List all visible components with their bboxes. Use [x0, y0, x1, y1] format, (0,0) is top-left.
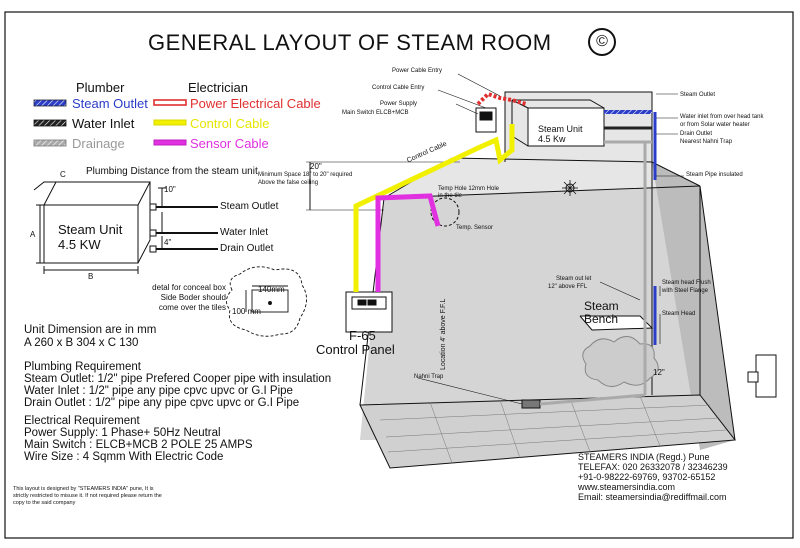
electrical-req-line-1: Power Supply: 1 Phase+ 50Hz Neutral [24, 427, 221, 439]
unit-label-2: 4.5 KW [58, 237, 101, 252]
plumbing-req-line-1: Steam Outlet: 1/2" pipe Prefered Cooper … [24, 373, 332, 385]
label-steam-out-ffl-2: 12" above FFL [548, 284, 588, 290]
legend-water-inlet: Water Inlet [72, 116, 135, 131]
legend-steam-outlet: Steam Outlet [72, 96, 148, 111]
label-min-space-2: Above the false ceiling [258, 180, 319, 186]
dim-12: 12" [653, 368, 665, 377]
dim-10: 10" [164, 185, 176, 194]
detail-width: 140mm [258, 285, 285, 294]
legend-swatch-control-cable [153, 119, 187, 126]
label-room-water-inlet-2: or from Solar water heater [680, 122, 750, 128]
label-steam-head-flush-2: with Steel Flange [662, 288, 709, 294]
plumbing-unit-diagram [33, 181, 218, 274]
legend-drainage: Drainage [72, 136, 125, 151]
label-min-space: Minimum Space 18" to 20" required [258, 172, 353, 178]
control-cable-line [353, 124, 515, 292]
electrical-req-line-2: Main Switch : ELCB+MCB 2 POLE 25 AMPS [24, 439, 253, 451]
label-steam-outlet: Steam Outlet [220, 201, 279, 212]
dim-a: A [30, 230, 36, 239]
room-unit-label-1: Steam Unit [538, 124, 583, 134]
legend-swatch-water-inlet [33, 119, 67, 127]
label-main-switch: Main Switch ELCB+MCB [342, 110, 409, 116]
label-drain-outlet: Drain Outlet [220, 243, 274, 254]
label-steam-out-ffl: Steam out let [556, 276, 592, 282]
company-block: STEAMERS INDIA (Regd.) Pune TELEFAX: 020… [578, 452, 728, 502]
label-temp-sensor: Temp. Sensor [456, 225, 494, 231]
dim-20: 20" [310, 162, 322, 171]
detail-line-3: come over the tiles [158, 303, 226, 312]
dim-c: C [60, 170, 66, 179]
page-title: GENERAL LAYOUT OF STEAM ROOM [148, 30, 552, 55]
electrical-req-heading: Electrical Requirement [24, 415, 140, 427]
legend-swatch-sensor-cable [153, 139, 187, 146]
room-unit-label-2: 4.5 Kw [538, 134, 566, 144]
plumbing-req-heading: Plumbing Requirement [24, 361, 141, 373]
label-panel-location: Location 4' above F.F.L [440, 298, 447, 370]
bench-label-1: Steam [584, 299, 619, 313]
electrical-req-line-3: Wire Size : 4 Sqmm With Electric Code [24, 451, 224, 463]
label-power-cable-entry: Power Cable Entry [392, 68, 443, 74]
detail-height: 100 mm [232, 307, 261, 316]
legend-swatch-power-cable [153, 99, 187, 106]
label-steam-head: Steam Head [662, 311, 696, 317]
power-cable-line [476, 91, 527, 106]
label-steam-head-flush: Steam head Flush [662, 280, 711, 286]
label-room-drain-outlet: Drain Outlet [680, 131, 713, 137]
label-nahni-trap: Nahni Trap [414, 374, 444, 380]
label-temp-hole: Temp Hole 12mm Hole [438, 186, 500, 192]
legend-swatch-steam-outlet [33, 99, 67, 107]
unit-dimension-value: A 260 x B 304 x C 130 [24, 337, 139, 349]
company-name: STEAMERS INDIA (Regd.) Pune [578, 452, 710, 462]
label-temp-hole-2: in the tile [438, 193, 463, 199]
company-web[interactable]: www.steamersindia.com [578, 482, 676, 492]
label-room-water-inlet: Water inlet from over head tank [680, 114, 764, 120]
legend-header-plumber: Plumber [76, 80, 125, 95]
panel-name: F-65 [349, 328, 376, 343]
footnote: This layout is designed by "STEAMERS IND… [13, 486, 162, 506]
plumbing-req-line-2: Water Inlet : 1/2" pipe any pipe cpvc up… [24, 385, 293, 397]
copyright-icon: © [588, 28, 616, 56]
drain-pipe-floor [539, 393, 646, 406]
plumbing-distance-heading: Plumbing Distance from the steam unit [86, 166, 258, 177]
label-room-steam-outlet: Steam Outlet [680, 92, 716, 98]
legend-control-cable: Control Cable [190, 116, 270, 131]
company-email[interactable]: Email: steamersindia@rediffmail.com [578, 492, 727, 502]
unit-dimension-heading: Unit Dimension are in mm [24, 324, 157, 336]
company-mobile: +91-0-98222-69769, 93702-65152 [578, 472, 716, 482]
sheet-border [4, 11, 794, 539]
legend-swatch-drainage [33, 139, 67, 147]
label-steam-pipe: Steam Pipe insulated [686, 172, 743, 178]
bench-label-2: Bench [584, 312, 619, 326]
detail-line-1: detal for conceal box [152, 283, 226, 292]
conceal-box-detail [226, 266, 307, 337]
plumbing-req-line-3: Drain Outlet : 1/2" pipe any pipe cpvc u… [24, 397, 300, 409]
sensor-cable-line [375, 193, 441, 292]
detail-line-2: Side Boder should [160, 293, 226, 302]
label-power-supply: Power Supply [380, 101, 418, 107]
legend-sensor-cable: Sensor Cable [190, 136, 269, 151]
company-telefax: TELEFAX: 020 26332078 / 32346239 [578, 462, 728, 472]
label-room-drain-outlet-2: Nearest Nahni Trap [680, 139, 733, 145]
label-control-cable-entry: Control Cable Entry [372, 85, 425, 91]
unit-label-1: Steam Unit [58, 222, 123, 237]
panel-label: Control Panel [316, 342, 395, 357]
label-water-inlet: Water Inlet [220, 227, 268, 238]
steam-room-drawing [306, 91, 777, 469]
dim-b: B [88, 272, 94, 281]
legend-header-electrician: Electrician [188, 80, 248, 95]
legend-power-cable: Power Electrical Cable [190, 96, 321, 111]
dim-4: 4" [164, 238, 172, 247]
